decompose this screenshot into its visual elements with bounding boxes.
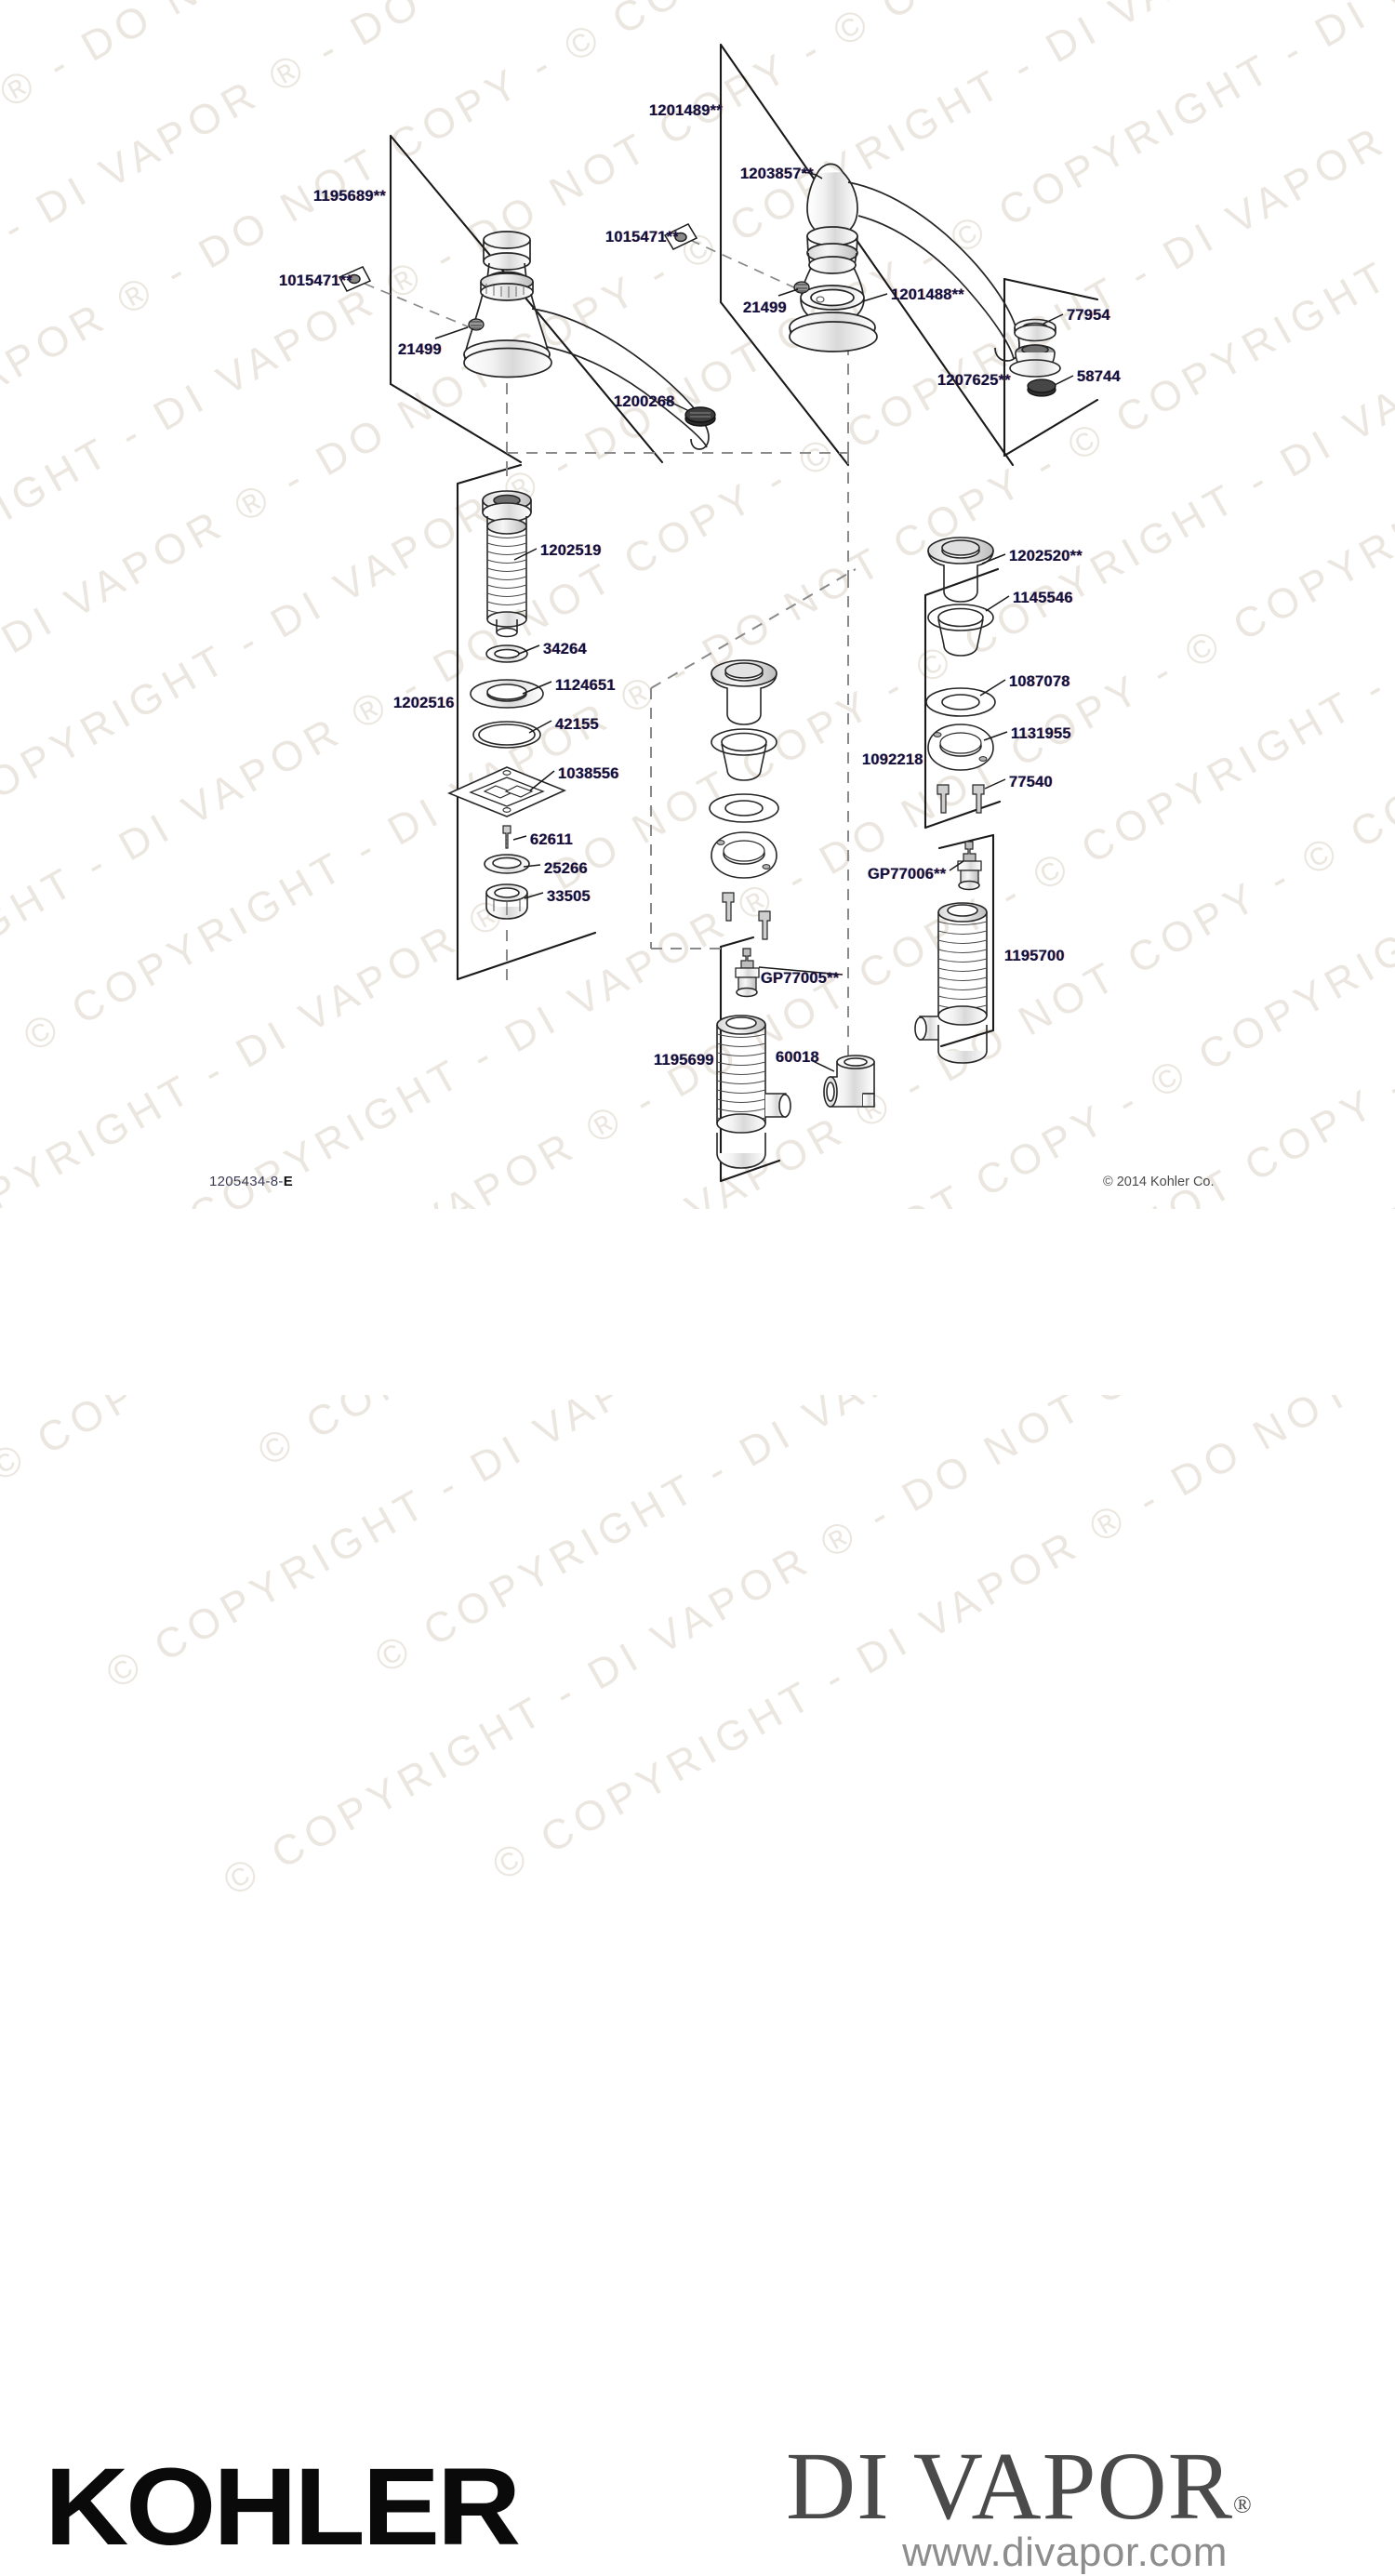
part-number-label: 1015471** [605,229,679,246]
part-art-valve-right [914,841,988,1064]
part-number-label: 1038556 [558,765,619,782]
part-number-label: 21499 [743,299,787,316]
part-art-tee-60018 [823,1055,875,1108]
part-number-label: 58744 [1077,368,1121,385]
part-art-center-column [709,659,779,940]
part-art-washer-1015471-right [663,223,698,250]
bracket-1202516 [456,463,597,981]
leader-dashes [364,239,799,328]
part-number-label: 34264 [543,641,587,657]
part-number-label: GP77005** [761,970,840,987]
part-art-valve-center [716,948,791,1169]
part-number-label: GP77006** [868,866,947,883]
part-number-label: 25266 [544,860,588,877]
copyright-notice: © 2014 Kohler Co. [1103,1175,1215,1189]
part-number-label: 1092218 [862,751,923,768]
doc-code-prefix: 1205434-8- [209,1174,284,1189]
part-number-label: 1202519 [540,542,602,559]
part-number-label: 1203857** [740,166,814,182]
part-number-label: 60018 [776,1049,819,1066]
kohler-logo: KOHLER [45,2446,521,2569]
bracket-1092218 [923,567,1002,830]
part-number-label: 1131955 [1011,725,1071,742]
part-number-label: 42155 [555,716,599,733]
part-number-label: 1195699 [654,1052,714,1069]
part-number-label: 1202520** [1009,548,1083,564]
part-number-label: 1195700 [1004,948,1065,964]
bracket-1195689 [389,134,664,464]
part-number-label: 33505 [547,888,591,905]
part-number-label: 77540 [1009,774,1053,790]
part-art-1207625-group [1009,318,1061,397]
part-number-label: 1200268 [614,393,675,410]
doc-code-rev: E [283,1174,294,1189]
part-number-label: 21499 [398,341,442,358]
part-number-label: 1195689** [313,188,386,205]
part-art-setscrew-21499-left [468,318,485,331]
part-number-label: 1201488** [891,286,964,303]
divapor-website-url: www.divapor.com [902,2530,1228,2575]
divapor-wordmark-row: DI VAPOR® [786,2438,1372,2535]
part-art-aerator-1200268 [684,406,716,427]
bracket-1207625 [1003,277,1099,458]
part-art-left-column [446,490,567,920]
part-art-right-column [925,537,996,814]
part-number-label: 62611 [530,831,573,848]
part-number-label: 1201489** [649,102,723,119]
part-number-label: 1087078 [1009,673,1070,690]
divapor-logo: DI VAPOR® www.divapor.com [786,2438,1372,2576]
leader-lines [434,171,1074,1072]
part-number-label: 1124651 [555,677,616,694]
footer-logo-band: KOHLER DI VAPOR® www.divapor.com [0,1209,1395,2575]
bracket-1201489 [719,43,1015,467]
divapor-wordmark: DI VAPOR [786,2433,1233,2540]
part-number-label: 1015471** [279,272,352,289]
assembly-centerlines [506,335,857,1097]
part-number-label: 1207625** [937,372,1011,389]
part-art-washer-1015471-left [338,266,372,292]
part-art-setscrew-21499-right [793,281,810,294]
part-art-spout-left [463,231,710,450]
part-number-label: 77954 [1067,307,1110,324]
registered-trademark-icon: ® [1232,2490,1252,2518]
document-code: 1205434-8-E [209,1174,293,1189]
part-number-label: 1202516 [393,695,455,711]
part-art-spout-right [789,163,1020,362]
exploded-parts-drawing [338,43,1099,1183]
bracket-1195699 [719,936,781,1183]
part-number-label: 1145546 [1013,590,1073,606]
